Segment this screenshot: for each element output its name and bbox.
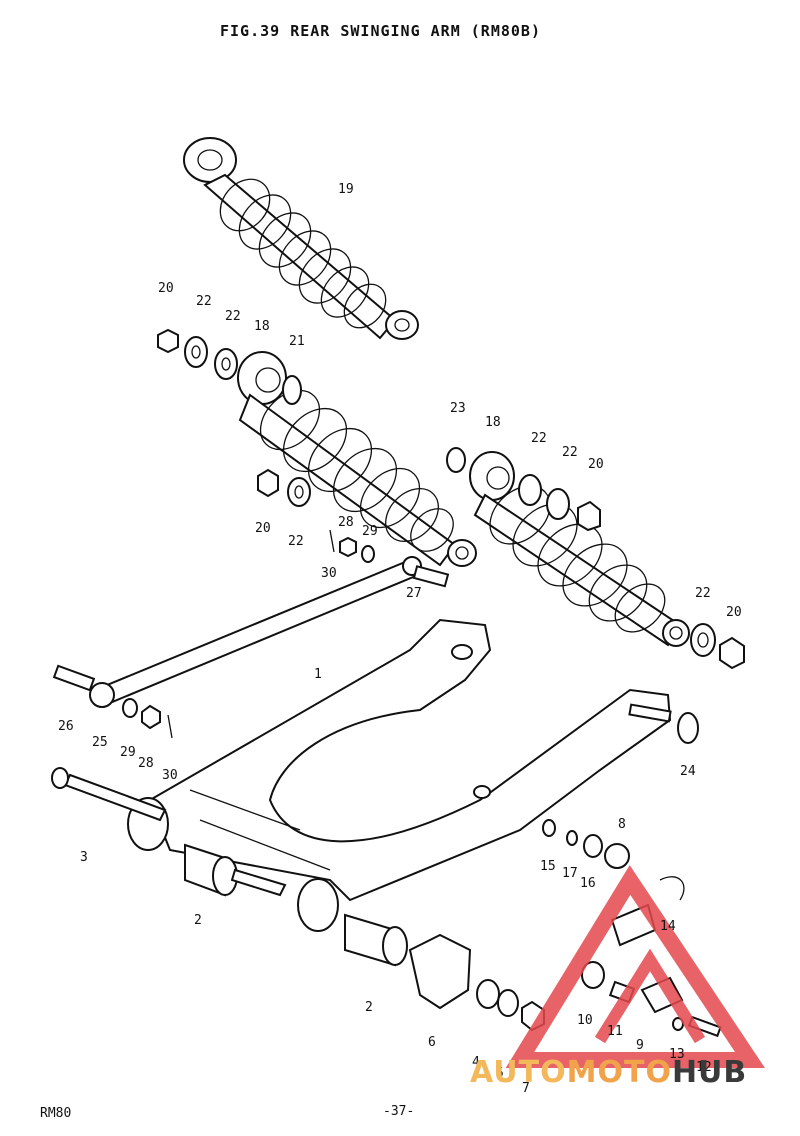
callout-14: 14 xyxy=(660,919,676,934)
callout-9: 9 xyxy=(636,1038,644,1053)
callout-18: 18 xyxy=(485,415,501,430)
callout-29: 29 xyxy=(120,745,136,760)
watermark-logo xyxy=(505,865,765,1068)
figure-title: FIG.39 REAR SWINGING ARM (RM80B) xyxy=(220,22,541,40)
callout-22: 22 xyxy=(562,445,578,460)
callout-25: 25 xyxy=(92,735,108,750)
callout-21: 21 xyxy=(289,334,305,349)
callout-labels: 19 20 22 22 18 21 23 18 22 22 20 20 22 2… xyxy=(58,182,742,1096)
callout-6: 6 xyxy=(428,1035,436,1050)
footer-model: RM80 xyxy=(40,1106,72,1121)
callout-28: 28 xyxy=(138,756,154,771)
callout-17: 17 xyxy=(562,866,578,881)
torque-link xyxy=(52,529,450,739)
callout-20: 20 xyxy=(158,281,174,296)
callout-22: 22 xyxy=(695,586,711,601)
callout-22: 22 xyxy=(225,309,241,324)
callout-20: 20 xyxy=(255,521,271,536)
callout-11: 11 xyxy=(607,1024,623,1039)
callout-29: 29 xyxy=(362,524,378,539)
callout-2: 2 xyxy=(365,1000,373,1015)
callout-24: 24 xyxy=(680,764,696,779)
callout-4: 4 xyxy=(472,1055,480,1070)
shock-absorber-left xyxy=(237,351,477,567)
callout-22: 22 xyxy=(196,294,212,309)
callout-20: 20 xyxy=(726,605,742,620)
callout-15: 15 xyxy=(540,859,556,874)
callout-20: 20 xyxy=(588,457,604,472)
swinging-arm xyxy=(51,618,672,932)
chain-guide xyxy=(408,933,545,1032)
shock-absorber-19 xyxy=(183,137,419,340)
callout-8: 8 xyxy=(618,817,626,832)
callout-30: 30 xyxy=(162,768,178,783)
callout-26: 26 xyxy=(58,719,74,734)
shock-absorber-right xyxy=(469,451,690,647)
footer-page-number: -37- xyxy=(383,1104,415,1119)
watermark-text: AUTOMOTOHUB xyxy=(470,1055,748,1090)
callout-16: 16 xyxy=(580,876,596,891)
callout-19: 19 xyxy=(338,182,354,197)
callout-27: 27 xyxy=(406,586,422,601)
callout-23: 23 xyxy=(450,401,466,416)
callout-28: 28 xyxy=(338,515,354,530)
callout-2: 2 xyxy=(194,913,202,928)
callout-3: 3 xyxy=(80,850,88,865)
callout-30: 30 xyxy=(321,566,337,581)
callout-13: 13 xyxy=(669,1047,685,1062)
callout-22: 22 xyxy=(531,431,547,446)
callout-12: 12 xyxy=(696,1060,712,1075)
callout-22: 22 xyxy=(288,534,304,549)
tensioner-assembly xyxy=(542,819,722,1038)
shock-hardware xyxy=(157,328,745,744)
callout-7: 7 xyxy=(522,1081,530,1096)
callout-10: 10 xyxy=(577,1013,593,1028)
callout-5: 5 xyxy=(496,1066,504,1081)
callout-1: 1 xyxy=(314,667,322,682)
callout-18: 18 xyxy=(254,319,270,334)
bushings xyxy=(184,843,408,967)
